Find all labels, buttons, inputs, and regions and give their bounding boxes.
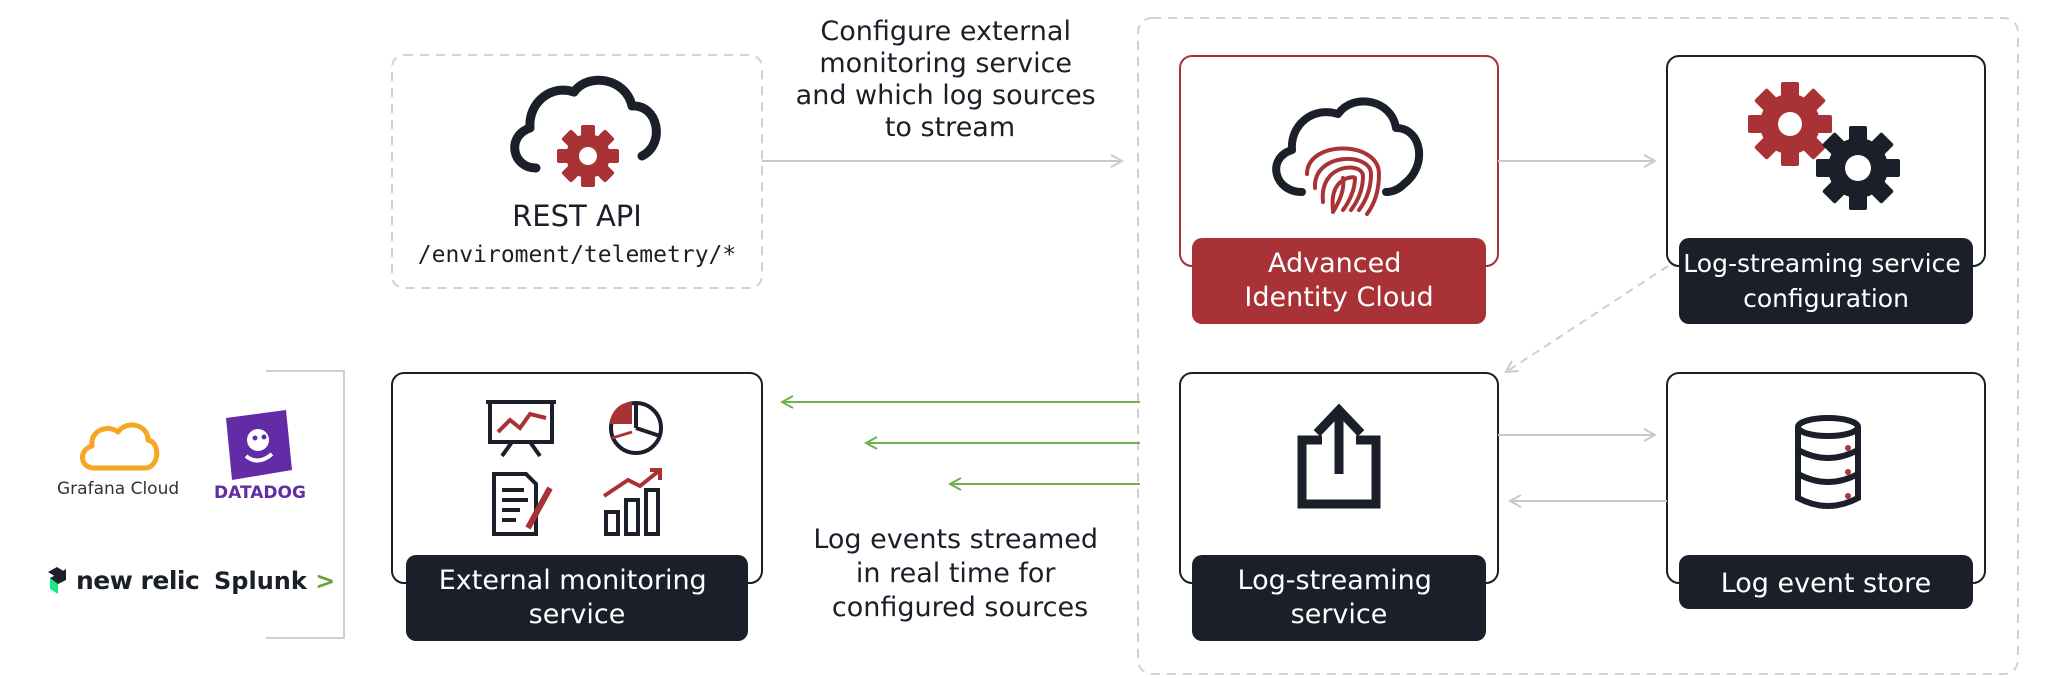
rest-api-path: /enviroment/telemetry/* [418, 242, 737, 268]
pie-chart-icon [609, 401, 663, 455]
datadog-name: DATADOG [214, 483, 306, 503]
event-store-box: Log event store [1666, 372, 1986, 609]
identity-cloud-box: Advanced Identity Cloud [1179, 55, 1499, 324]
upload-icon [1297, 403, 1381, 509]
config-service-label: Log-streaming service configuration [1683, 249, 1968, 313]
document-edit-icon [492, 472, 553, 536]
splunk-logo: Splunk > [214, 567, 335, 595]
streaming-service-label: Log-streaming service [1238, 565, 1441, 630]
bar-chart-growth-icon [602, 468, 662, 536]
newrelic-logo: new relic [48, 566, 200, 595]
grafana-logo: Grafana Cloud [57, 422, 179, 499]
external-monitoring-box: External monitoring service [391, 372, 763, 641]
grafana-cloud-icon [80, 422, 160, 471]
grafana-name: Grafana [57, 479, 125, 499]
rest-api-title: REST API [512, 199, 642, 233]
database-indicators [1845, 445, 1851, 499]
grafana-suffix: Cloud [131, 479, 180, 499]
stream-note: Log events streamed in real time for con… [813, 524, 1106, 623]
svg-text:Grafana Cloud: Grafana Cloud [57, 479, 179, 499]
identity-cloud-label: Advanced Identity Cloud [1244, 248, 1433, 313]
event-store-label: Log event store [1721, 568, 1932, 599]
cloud-fingerprint-icon [1272, 97, 1424, 216]
datadog-logo: DATADOG [214, 410, 306, 503]
cloud-gear-icon [510, 75, 661, 187]
database-icon [1795, 415, 1861, 509]
svg-text:Splunk >: Splunk > [214, 567, 335, 595]
newrelic-name: new relic [76, 566, 199, 595]
splunk-mark: > [315, 567, 335, 595]
config-service-box: Log-streaming service configuration [1666, 55, 1986, 324]
configure-note: Configure external monitoring service an… [796, 16, 1105, 143]
external-monitoring-label: External monitoring service [439, 565, 716, 630]
rest-api-box: REST API /enviroment/telemetry/* [391, 54, 763, 289]
identity-cloud-boundary [1137, 17, 2019, 675]
config-to-streaming-arrow [1506, 265, 1669, 372]
vendor-bracket [266, 370, 345, 639]
splunk-name: Splunk [214, 567, 308, 595]
streaming-service-box: Log-streaming service [1179, 372, 1499, 641]
presentation-chart-icon [486, 400, 556, 458]
gears-icon [1748, 82, 1900, 210]
